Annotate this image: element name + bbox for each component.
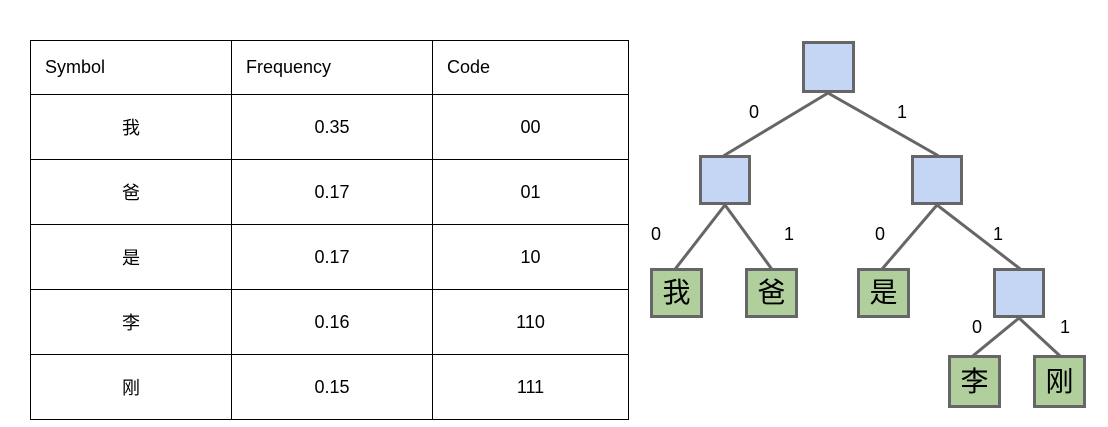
edge-label-rr-left: 0 [972,317,983,337]
edge-root-right [825,90,940,158]
huffman-tree-diagram: 我 爸 是 李 刚 0 1 0 1 0 1 0 1 [620,0,1108,427]
edge-left-left [673,202,728,271]
cell-symbol: 我 [30,94,232,160]
cell-symbol: 爸 [30,159,232,225]
cell-code: 111 [432,354,629,420]
edge-rr-left [971,315,1022,358]
edge-label-left-left: 0 [651,224,662,244]
edge-label-right-right: 1 [993,224,1004,244]
table-row: 刚 0.15 111 [30,354,629,420]
edge-label-root-left: 0 [749,102,760,122]
column-header-frequency: Frequency [231,40,433,95]
cell-code: 10 [432,224,629,290]
tree-node-internal-right-right[interactable] [993,268,1045,318]
cell-symbol: 是 [30,224,232,290]
edge-label-rr-right: 1 [1060,317,1071,337]
cell-code: 00 [432,94,629,160]
table-header-row: Symbol Frequency Code [30,40,629,95]
edge-label-root-right: 1 [897,102,908,122]
cell-code: 110 [432,289,629,355]
edge-label-left-right: 1 [784,224,795,244]
edge-label-right-left: 0 [875,224,886,244]
cell-frequency: 0.15 [231,354,433,420]
tree-leaf-gang[interactable]: 刚 [1033,355,1086,408]
table-row: 我 0.35 00 [30,94,629,160]
tree-leaf-ba[interactable]: 爸 [745,268,798,318]
cell-symbol: 李 [30,289,232,355]
edge-rr-right [1016,315,1062,358]
table-row: 李 0.16 110 [30,289,629,355]
tree-node-internal-right[interactable] [911,155,963,205]
edge-right-right [934,202,1022,271]
table-row: 是 0.17 10 [30,224,629,290]
edge-root-left [722,90,831,158]
cell-code: 01 [432,159,629,225]
edge-left-right [722,202,774,271]
tree-leaf-wo[interactable]: 我 [650,268,703,318]
tree-edges [673,90,1062,358]
cell-frequency: 0.16 [231,289,433,355]
column-header-symbol: Symbol [30,40,232,95]
tree-node-root[interactable] [802,41,855,93]
tree-leaf-shi[interactable]: 是 [857,268,910,318]
column-header-code: Code [432,40,629,95]
cell-frequency: 0.17 [231,159,433,225]
cell-symbol: 刚 [30,354,232,420]
table-row: 爸 0.17 01 [30,159,629,225]
cell-frequency: 0.17 [231,224,433,290]
edge-right-left [880,202,940,271]
cell-frequency: 0.35 [231,94,433,160]
tree-leaf-li[interactable]: 李 [948,355,1001,408]
symbol-frequency-code-table: Symbol Frequency Code 我 0.35 00 爸 0.17 0… [30,40,629,420]
tree-node-internal-left[interactable] [699,155,751,205]
